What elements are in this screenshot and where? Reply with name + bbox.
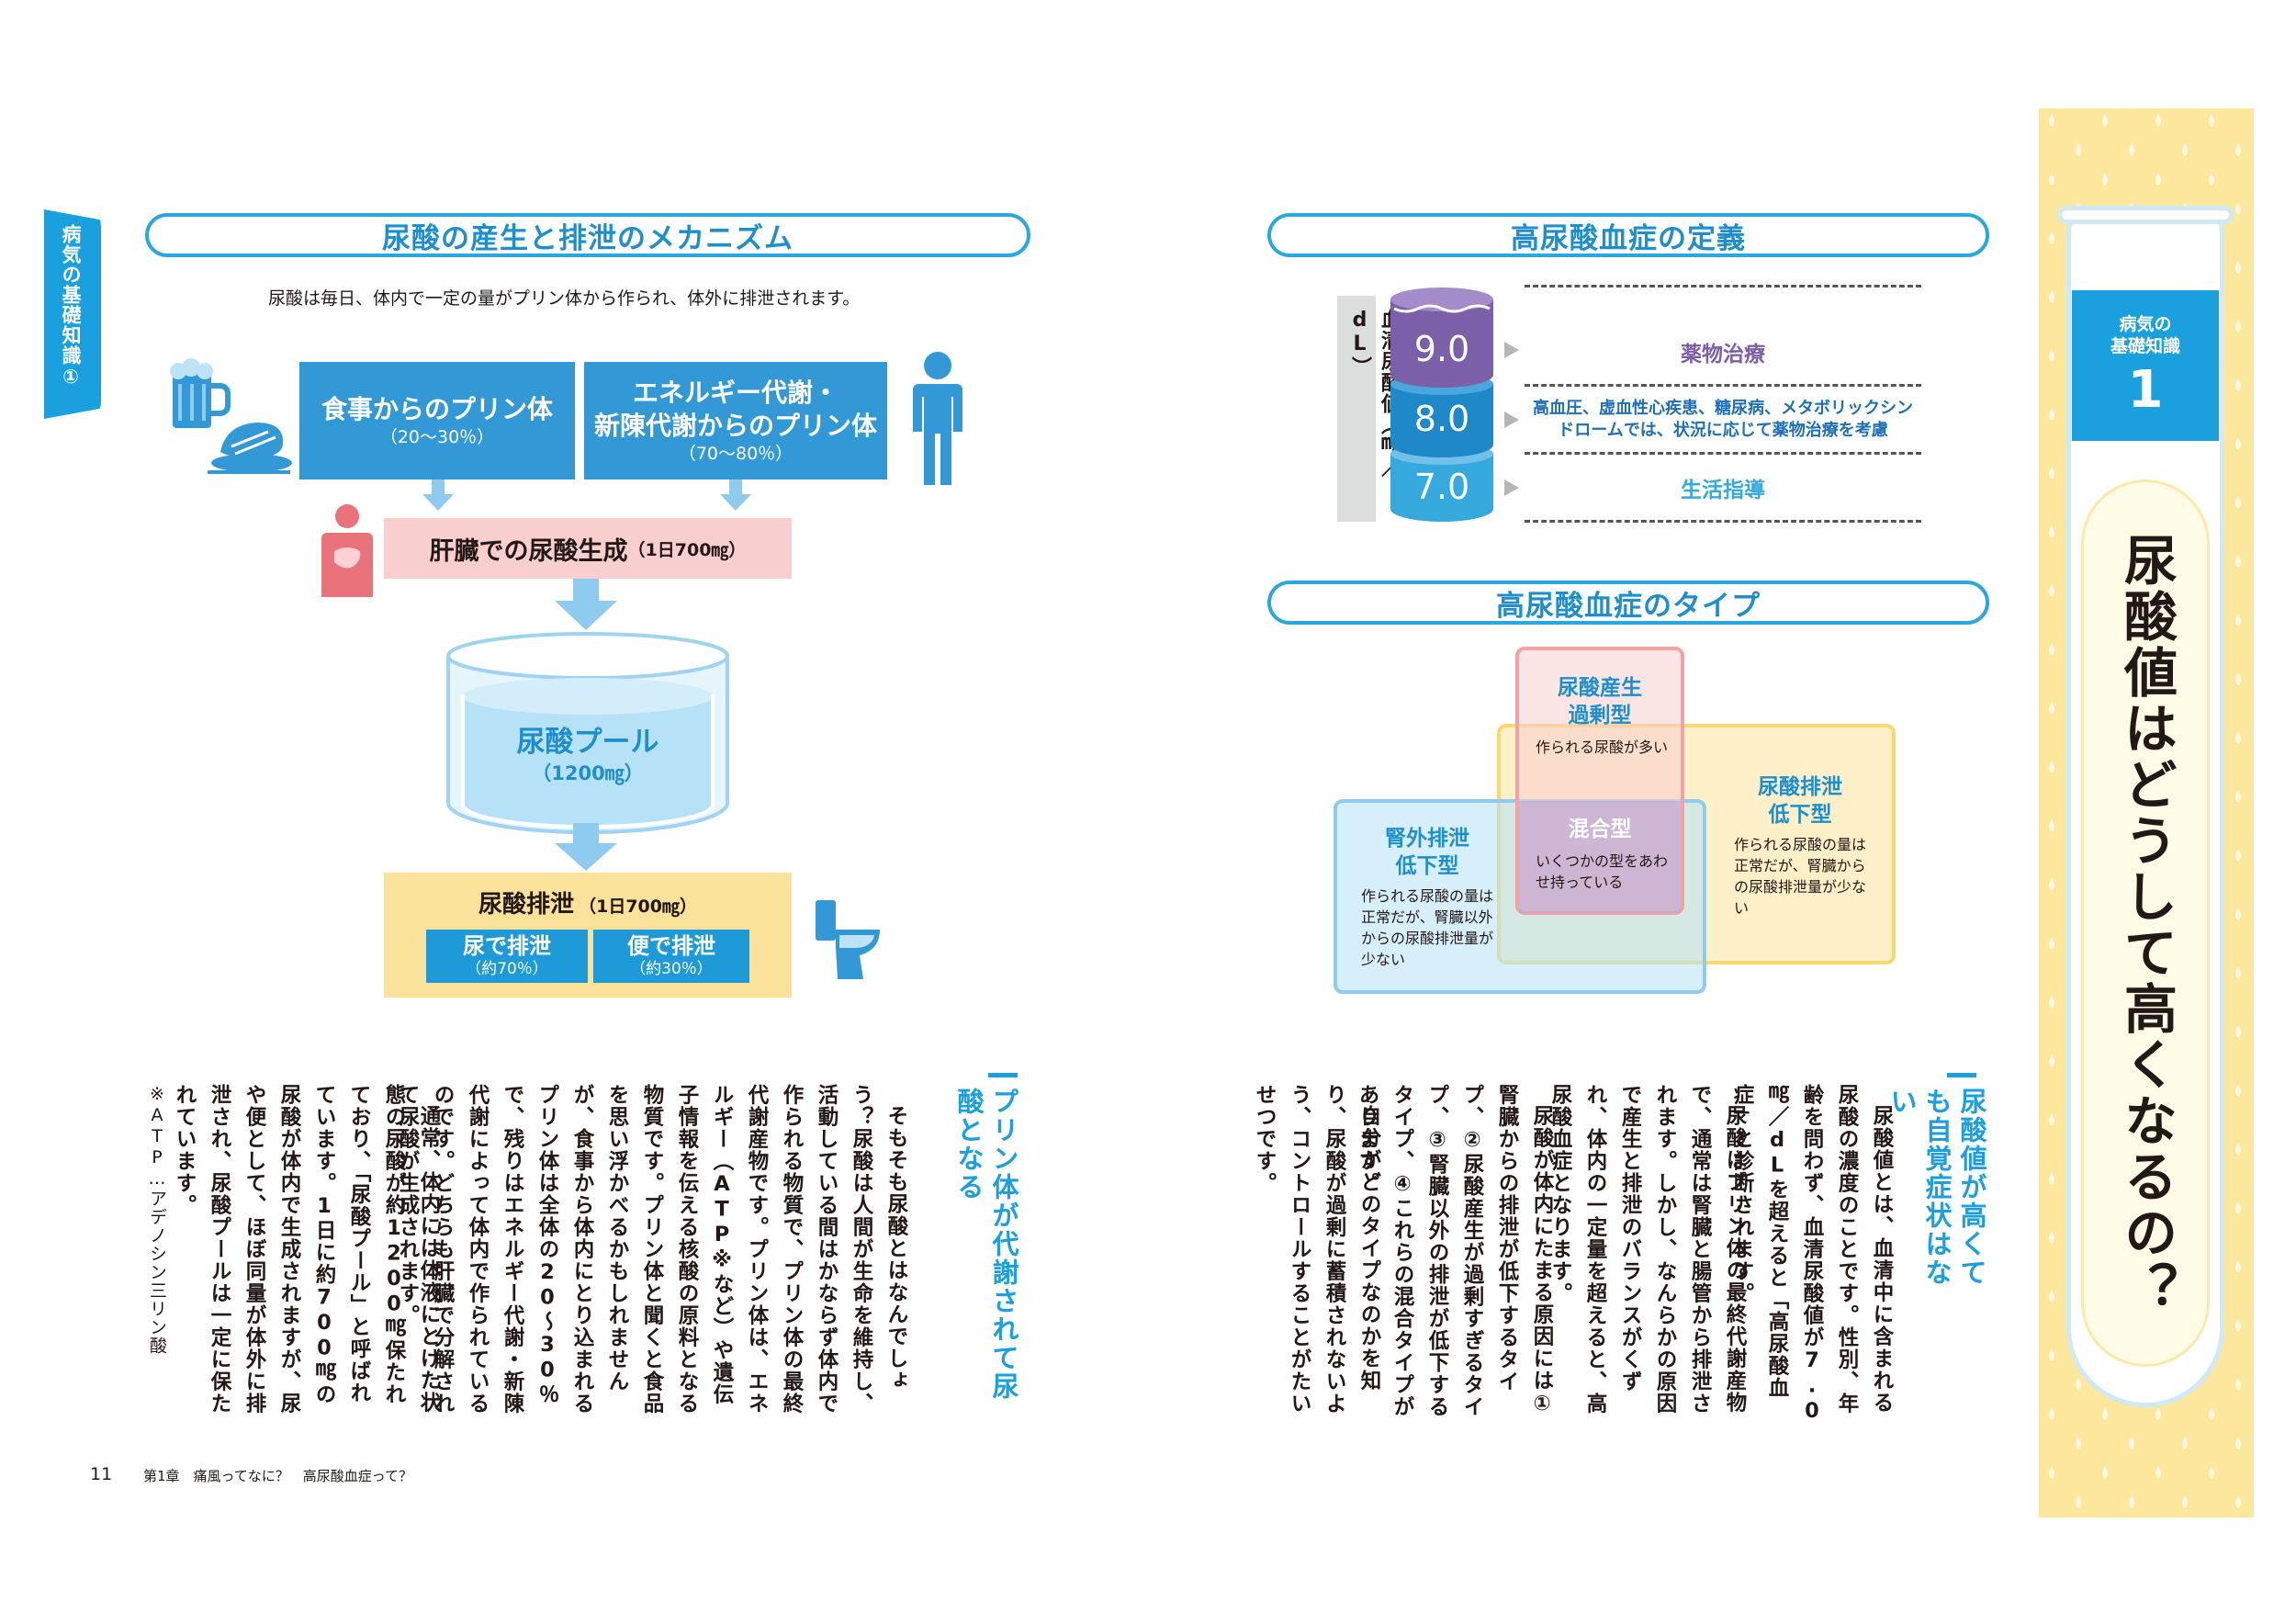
right-body-paragraph-4: 自分がどのタイプなのかを知り、尿酸が過剰に蓄積されないよう、コントロールすること… bbox=[1253, 1084, 1381, 1415]
extrarenal-type-title-2: 低下型 bbox=[1395, 854, 1459, 878]
chapter-label-1: 病気の bbox=[2119, 314, 2172, 334]
liver-production-amount: （1日700㎎） bbox=[627, 539, 747, 560]
atp-footnote: ※ATP…アデノシン三リン酸 bbox=[147, 1084, 167, 1355]
triangle-right-icon bbox=[1504, 479, 1519, 496]
right-body-paragraph-3: 尿酸が体内にたまる原因には①腎臓からの排泄が低下するタイプ、②尿酸産生が過剰すぎ… bbox=[1356, 1084, 1554, 1418]
triangle-right-icon bbox=[1504, 342, 1519, 358]
serum-uric-axis-label-bar: 血清尿酸値（㎎／dL） bbox=[1337, 296, 1401, 522]
overproduction-desc: 作られる尿酸が多い bbox=[1536, 739, 1669, 756]
excretion-box: 尿酸排泄 （1日700㎎） 尿で排泄 （約70％） 便で排泄 （約30％） bbox=[384, 873, 792, 998]
left-footer-chapter: 第1章 痛風ってなに？ 高尿酸血症って？ bbox=[143, 1468, 413, 1484]
chapter-title-capsule bbox=[2081, 479, 2210, 1367]
serum-level-cylinder bbox=[1390, 288, 1493, 522]
food-purine-title: 食事からのプリン体 bbox=[321, 394, 553, 424]
side-tab-label: 病気の基礎知識① bbox=[60, 224, 82, 389]
pool-label: 尿酸プール bbox=[516, 726, 659, 759]
mixed-type-area bbox=[1519, 801, 1681, 913]
threshold-line-7 bbox=[1525, 520, 1921, 523]
food-purine-box: 食事からのプリン体 （20〜30％） bbox=[299, 362, 575, 479]
test-tube-rim bbox=[2057, 206, 2234, 224]
overproduction-title-1: 尿酸産生 bbox=[1558, 676, 1642, 700]
extrarenal-type-title-1: 腎外排泄 bbox=[1385, 827, 1469, 851]
chapter-label-box: 病気の 基礎知識 1 bbox=[2072, 290, 2219, 441]
arrow-down-icon bbox=[555, 579, 617, 630]
threshold-line-8 bbox=[1525, 384, 1921, 387]
pool-amount: （1200㎎） bbox=[532, 762, 644, 784]
right-body-paragraph-2: 尿酸はプリン体の最終代謝産物で、通常は腎臓と腸管から排泄されます。しかし、なんら… bbox=[1548, 1084, 1747, 1415]
excretion-label: 尿酸排泄 bbox=[478, 891, 575, 919]
metabolic-purine-title-1: エネルギー代謝・ bbox=[632, 378, 838, 408]
urine-excretion-title: 尿で排泄 bbox=[463, 933, 551, 959]
mechanism-title: 尿酸の産生と排泄のメカニズム bbox=[145, 213, 1030, 257]
arrow-down-icon bbox=[555, 823, 617, 871]
definition-title: 高尿酸血症の定義 bbox=[1267, 213, 1989, 257]
extrarenal-type-desc: 作られる尿酸の量は正常だが、腎臓以外からの尿酸排泄量が少ない bbox=[1361, 887, 1494, 968]
level-8-note-2: ドロームでは、状況に応じて薬物治療を考慮 bbox=[1558, 421, 1888, 440]
overproduction-title-2: 過剰型 bbox=[1568, 704, 1632, 727]
excretion-heading: 尿酸排泄 （1日700㎎） bbox=[384, 885, 792, 919]
chapter-side-tab: 病気の基礎知識① bbox=[44, 209, 101, 419]
metabolic-purine-box: エネルギー代謝・ 新陳代謝からのプリン体 （70〜80％） bbox=[584, 362, 887, 479]
level-value-9: 9.0 bbox=[1413, 329, 1470, 369]
level-7-guidance: 生活指導 bbox=[1681, 479, 1765, 502]
renal-type-title-1: 尿酸排泄 bbox=[1758, 775, 1842, 799]
mixed-type-desc: いくつかの型をあわせ持っている bbox=[1536, 852, 1669, 891]
chapter-label-2: 基礎知識 bbox=[2110, 336, 2180, 356]
left-body-paragraph-1: そもそも尿酸とはなんでしょう？尿酸は人間が生命を維持し、活動している間はかならず… bbox=[396, 1084, 908, 1415]
threshold-line-8b bbox=[1525, 452, 1921, 455]
mechanism-intro: 尿酸は毎日、体内で一定の量がプリン体から作られ、体外に排泄されます。 bbox=[268, 288, 861, 309]
excretion-amount: （1日700㎎） bbox=[579, 897, 697, 917]
steak-plate-icon bbox=[208, 423, 292, 474]
liver-production-label: 肝臓での尿酸生成 bbox=[429, 536, 628, 566]
metabolic-purine-title-2: 新陳代謝からのプリン体 bbox=[593, 411, 877, 441]
chapter-title: 尿酸値はどうして高くなるの？ bbox=[2115, 533, 2178, 1317]
urine-excretion-percent: （約70％） bbox=[466, 960, 548, 978]
level-value-7: 7.0 bbox=[1413, 467, 1470, 507]
liver-body-icon bbox=[321, 504, 373, 597]
person-icon bbox=[913, 352, 962, 485]
stool-excretion-title: 便で排泄 bbox=[627, 933, 715, 959]
renal-type-title-2: 低下型 bbox=[1768, 803, 1832, 827]
threshold-line-9 bbox=[1525, 285, 1921, 288]
right-section-heading: 尿酸値が高くても自覚症状はない bbox=[1886, 1088, 1987, 1287]
stool-excretion-box: 便で排泄 （約30％） bbox=[593, 930, 749, 983]
urine-excretion-box: 尿で排泄 （約70％） bbox=[426, 930, 588, 983]
level-8-note-1: 高血圧、虚血性心疾患、糖尿病、メタボリックシン bbox=[1533, 399, 1913, 418]
arrow-down-icon bbox=[720, 479, 751, 511]
toilet-icon bbox=[816, 900, 880, 979]
left-section-heading: プリン体が代謝されて尿酸となる bbox=[953, 1088, 1019, 1401]
food-purine-percent: （20〜30％） bbox=[379, 427, 495, 447]
mixed-type-title: 混合型 bbox=[1568, 818, 1632, 841]
liver-production-box: 肝臓での尿酸生成 （1日700㎎） bbox=[384, 518, 792, 579]
stool-excretion-percent: （約30％） bbox=[630, 960, 713, 978]
renal-type-desc: 作られる尿酸の量は正常だが、腎臓からの尿酸排泄量が少ない bbox=[1734, 836, 1867, 917]
right-heading-bar bbox=[1947, 1073, 1976, 1077]
right-body-paragraph-1: 尿酸値とは、血清中に含まれる尿酸の濃度のことです。性別、年齢を問わず、血清尿酸値… bbox=[1730, 1084, 1894, 1425]
beer-mug-icon bbox=[170, 358, 231, 428]
level-value-8: 8.0 bbox=[1413, 399, 1470, 439]
types-title: 高尿酸血症のタイプ bbox=[1267, 581, 1989, 625]
level-9-treatment: 薬物治療 bbox=[1681, 343, 1765, 367]
left-body-paragraph-2: 通常、体内には体液にとけた状態の尿酸が約1200㎎保たれており、「尿酸プール」と… bbox=[173, 1084, 441, 1415]
left-heading-bar bbox=[988, 1073, 1018, 1077]
metabolic-purine-percent: （70〜80％） bbox=[678, 444, 793, 464]
left-page-number: 11 bbox=[90, 1464, 113, 1484]
chapter-number: 1 bbox=[2127, 360, 2164, 420]
arrow-down-icon bbox=[422, 479, 454, 511]
triangle-right-icon bbox=[1504, 412, 1519, 428]
